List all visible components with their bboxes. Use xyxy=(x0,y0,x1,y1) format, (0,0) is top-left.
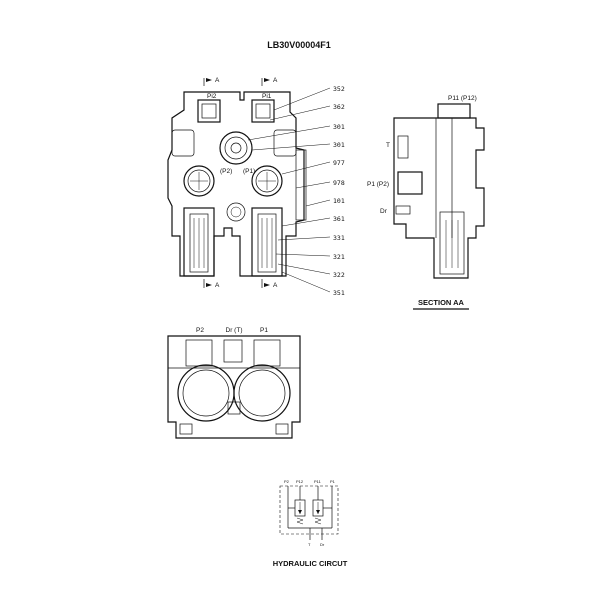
pilot-cap-right xyxy=(251,99,275,123)
part-number: 301 xyxy=(333,141,345,149)
port-label-pi1: Pi1 xyxy=(262,93,272,100)
port-label-pi2: Pi2 xyxy=(207,93,217,100)
port-label-t: T xyxy=(386,142,390,149)
section-mark-bottom-right: A xyxy=(261,279,278,289)
leader-lines xyxy=(247,87,331,293)
port-label-dr: Dr xyxy=(380,208,388,215)
lower-center-port xyxy=(226,202,246,222)
circuit-label-t: T xyxy=(308,542,311,547)
section-mark-top-left: A xyxy=(203,77,220,86)
circuit-label-p11: P11 xyxy=(314,479,322,484)
part-number: 351 xyxy=(333,289,345,297)
part-number: 321 xyxy=(333,253,345,261)
circuit-label-dr: Dr xyxy=(320,542,325,547)
hydraulic-circuit-caption: HYDRAULIC CIRCUT xyxy=(273,559,348,568)
spool-cartridge-right xyxy=(251,207,283,277)
port-label-dr-t: Dr (T) xyxy=(226,327,243,334)
port-label-p2: P2 xyxy=(196,327,204,334)
section-spool xyxy=(439,211,465,275)
port-label-p1: P1 xyxy=(260,327,268,334)
bottom-view: P2 Dr (T) P1 xyxy=(167,327,301,439)
section-aa-title: SECTION AA xyxy=(418,298,465,307)
hydraulic-circuit: P2 P12 P11 P1 T Dr HYDRAULIC CIRCUT xyxy=(273,479,348,568)
svg-text:A: A xyxy=(215,282,220,289)
svg-text:A: A xyxy=(273,282,278,289)
svg-text:A: A xyxy=(215,77,220,84)
spool-cartridge-left xyxy=(183,207,215,277)
port-label-p11-p12: P11 (P12) xyxy=(448,95,477,102)
reducing-valve-right xyxy=(312,499,324,525)
part-number: 352 xyxy=(333,85,345,93)
part-number: 101 xyxy=(333,197,345,205)
section-mark-bottom-left: A xyxy=(203,279,220,289)
port-p2 xyxy=(183,165,215,197)
port-label-p2: (P2) xyxy=(220,168,232,175)
section-mark-top-right: A xyxy=(261,77,278,86)
circuit-label-p1: P1 xyxy=(330,479,336,484)
bore-right xyxy=(233,364,291,422)
port-p1 xyxy=(251,165,283,197)
drawing-code: LB30V00004F1 xyxy=(267,40,331,50)
central-boss xyxy=(219,131,253,165)
circuit-boundary xyxy=(279,485,339,535)
part-number-list: 352 362 301 301 977 978 101 361 331 321 … xyxy=(333,85,345,297)
part-number: 322 xyxy=(333,271,345,279)
part-number: 301 xyxy=(333,123,345,131)
port-label-p1: (P1) xyxy=(243,168,255,175)
part-number: 977 xyxy=(333,159,345,167)
circuit-label-p2: P2 xyxy=(284,479,290,484)
valve-body-outline xyxy=(167,91,305,277)
svg-text:A: A xyxy=(273,77,278,84)
reducing-valve-left xyxy=(294,499,306,525)
pilot-cap-left xyxy=(197,99,221,123)
bore-left xyxy=(177,364,235,422)
circuit-label-p12: P12 xyxy=(296,479,304,484)
section-body-outline xyxy=(393,117,485,279)
part-number: 362 xyxy=(333,103,345,111)
part-number: 978 xyxy=(333,179,345,187)
part-number: 331 xyxy=(333,234,345,242)
part-number: 361 xyxy=(333,215,345,223)
section-aa-view: P11 (P12) T P1 (P2) Dr SECTION AA xyxy=(367,95,485,310)
bottom-body-outline xyxy=(167,335,301,439)
front-view: A A A A Pi2 Pi1 xyxy=(167,77,345,297)
top-pilot-cap xyxy=(437,103,471,119)
port-label-p1-p2: P1 (P2) xyxy=(367,181,389,188)
section-port-p1 xyxy=(397,171,423,195)
